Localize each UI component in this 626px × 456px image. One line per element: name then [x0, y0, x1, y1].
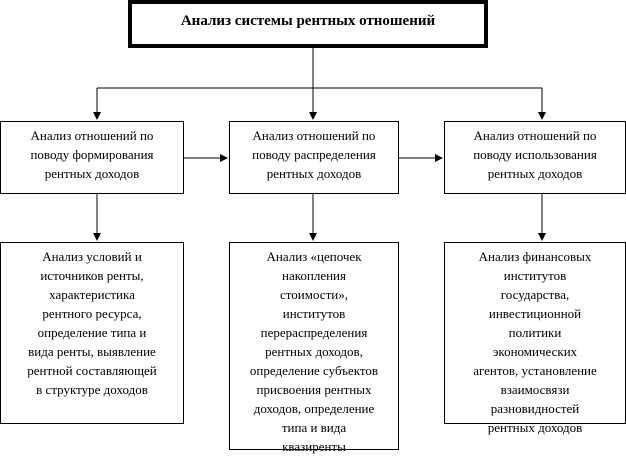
detail-line: накопления [282, 268, 346, 283]
box-line: рентных доходов [266, 166, 362, 181]
detail-line: определение типа и [37, 325, 147, 340]
detail-line: рентных доходов, [265, 344, 363, 359]
detail-box-formation: Анализ условий и источников ренты, харак… [0, 242, 184, 424]
diagram-title: Анализ системы рентных отношений [180, 13, 436, 29]
box-line: Анализ отношений по [473, 128, 597, 143]
detail-line: экономических [492, 344, 578, 359]
detail-line: источников ренты, [40, 268, 144, 283]
detail-line: инвестиционной [488, 306, 582, 321]
detail-box-distribution: Анализ «цепочек накопления стоимости», и… [229, 242, 399, 454]
detail-box-usage: Анализ финансовых институтов государства… [444, 242, 626, 435]
box-line: рентных доходов [44, 166, 140, 181]
box-distribution: Анализ отношений по поводу распределения… [229, 121, 399, 194]
detail-line: разновидностей [490, 401, 580, 416]
detail-line: Анализ «цепочек [266, 249, 362, 264]
detail-line: Анализ условий и [42, 249, 142, 264]
box-formation: Анализ отношений по поводу формирования … [0, 121, 184, 194]
detail-line: рентных доходов [487, 420, 583, 435]
detail-line: квазиренты [282, 439, 346, 454]
detail-line: Анализ финансовых [478, 249, 592, 264]
detail-line: взаимосвязи [500, 382, 570, 397]
box-line: поводу распределения [252, 147, 376, 162]
box-line: Анализ отношений по [30, 128, 154, 143]
box-line: поводу формирования [30, 147, 154, 162]
box-usage: Анализ отношений по поводу использования… [444, 121, 626, 194]
detail-line: институтов [282, 306, 346, 321]
detail-line: типа и вида [281, 420, 347, 435]
detail-line: доходов, определение [253, 401, 375, 416]
detail-line: рентного ресурса, [42, 306, 142, 321]
diagram-title-box: Анализ системы рентных отношений [128, 0, 488, 48]
detail-line: институтов [503, 268, 567, 283]
detail-line: агентов, установление [473, 363, 597, 378]
box-line: Анализ отношений по [252, 128, 376, 143]
box-line: рентных доходов [487, 166, 583, 181]
detail-line: стоимости», [280, 287, 348, 302]
detail-line: государства, [500, 287, 570, 302]
detail-line: политики [508, 325, 562, 340]
detail-line: вида ренты, выявление [28, 344, 156, 359]
detail-line: перераспределения [260, 325, 368, 340]
box-line: поводу использования [473, 147, 597, 162]
detail-line: рентной составляющей [27, 363, 157, 378]
detail-line: характеристика [49, 287, 135, 302]
detail-line: присвоения рентных [256, 382, 372, 397]
detail-line: в структуре доходов [36, 382, 148, 397]
detail-line: определение субъектов [249, 363, 379, 378]
